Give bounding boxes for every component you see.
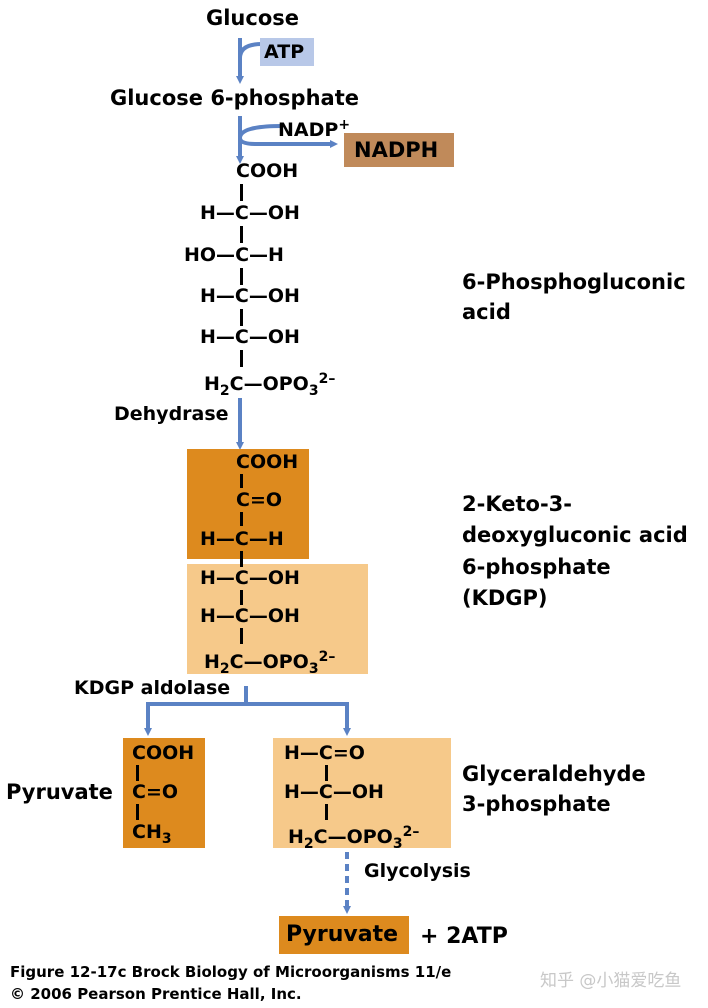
g3p-structure-box xyxy=(273,738,451,848)
pg-bond-3 xyxy=(240,268,243,285)
pyruvate-cooh: COOH xyxy=(132,742,195,764)
kdgp-aldolase-label: KDGP aldolase xyxy=(74,677,231,699)
g3p-name-line-1: Glyceraldehyde xyxy=(462,762,646,786)
nadph-box xyxy=(344,133,454,167)
kdgp-bond-1 xyxy=(240,474,243,488)
pyruvate-label: Pyruvate xyxy=(6,780,113,804)
plus-2atp-label: + 2ATP xyxy=(420,924,508,949)
dehydrase-label: Dehydrase xyxy=(114,403,229,425)
kdgp-name-line-2: deoxygluconic acid xyxy=(462,523,688,547)
kdgp-row-oh-1: H—C—OH xyxy=(200,567,300,589)
pg-bond-4 xyxy=(240,309,243,326)
pg-bond-1 xyxy=(240,184,243,201)
pg-cooh: COOH xyxy=(236,160,299,182)
kdgp-row-phosphate: H2C—OPO32– xyxy=(204,649,336,677)
kdgp-name-line-1: 2-Keto-3- xyxy=(462,492,572,516)
kdgp-name-line-4: (KDGP) xyxy=(462,586,548,610)
kdgp-bond-2 xyxy=(240,512,243,526)
pyruvate-methyl: CH3 xyxy=(132,821,172,847)
pyruvate-final-label: Pyruvate xyxy=(286,922,399,947)
kdgp-bond-4 xyxy=(240,590,243,605)
pg-row-3: H—C—OH xyxy=(200,285,300,307)
pg-bond-5 xyxy=(240,350,243,367)
g3p-bond-1 xyxy=(325,765,328,781)
glucose-label: Glucose xyxy=(206,6,300,30)
glycolysis-label: Glycolysis xyxy=(364,860,471,882)
g3p-name-line-2: 3-phosphate xyxy=(462,792,611,816)
phosphogluconic-acid-label-1: 6-Phosphogluconic xyxy=(462,270,686,294)
kdgp-bottom-box xyxy=(187,564,368,674)
pg-row-1: H—C—OH xyxy=(200,202,300,224)
kdgp-top-box xyxy=(187,449,309,559)
pyruvate-structure-box xyxy=(123,738,205,848)
kdgp-row-h: H—C—H xyxy=(200,528,284,550)
pg-row-2: HO—C—H xyxy=(184,244,284,266)
figure-caption-line-2: © 2006 Pearson Prentice Hall, Inc. xyxy=(10,985,302,1003)
pyruvate-keto: C=O xyxy=(132,781,179,803)
atp-label: ATP xyxy=(264,41,305,63)
kdgp-cooh: COOH xyxy=(236,451,299,473)
kdgp-name-line-3: 6-phosphate xyxy=(462,555,611,579)
pg-bond-2 xyxy=(240,226,243,243)
nadph-label: NADPH xyxy=(354,138,439,162)
pg-row-5: H2C—OPO32– xyxy=(204,371,336,399)
kdgp-bond-5 xyxy=(240,628,243,644)
pg-row-4: H—C—OH xyxy=(200,326,300,348)
pyruvate-bond-2 xyxy=(136,804,139,820)
kdgp-row-oh-2: H—C—OH xyxy=(200,605,300,627)
kdgp-keto: C=O xyxy=(236,489,283,511)
atp-consume-curve xyxy=(238,42,263,59)
nadp-label: NADP+ xyxy=(278,117,351,141)
watermark: 知乎 @小猫爱吃鱼 xyxy=(540,971,682,991)
figure-caption-line-1: Figure 12-17c Brock Biology of Microorga… xyxy=(10,963,452,981)
nadp-curve xyxy=(237,124,338,148)
g3p-bond-2 xyxy=(325,804,328,820)
arrow-split-left xyxy=(144,702,246,736)
g3p-row-phosphate: H2C—OPO32– xyxy=(288,824,420,852)
g3p-row-oh: H—C—OH xyxy=(284,781,384,803)
kdgp-bond-3 xyxy=(240,551,243,567)
atp-box xyxy=(260,38,314,66)
pyruvate-final-box xyxy=(279,916,409,954)
g3p-row-aldehyde: H—C=O xyxy=(284,742,365,764)
pyruvate-bond-1 xyxy=(136,765,139,781)
phosphogluconic-acid-label-2: acid xyxy=(462,300,511,324)
glucose-6-phosphate-label: Glucose 6-phosphate xyxy=(110,86,359,110)
arrow-split-right xyxy=(246,702,351,736)
